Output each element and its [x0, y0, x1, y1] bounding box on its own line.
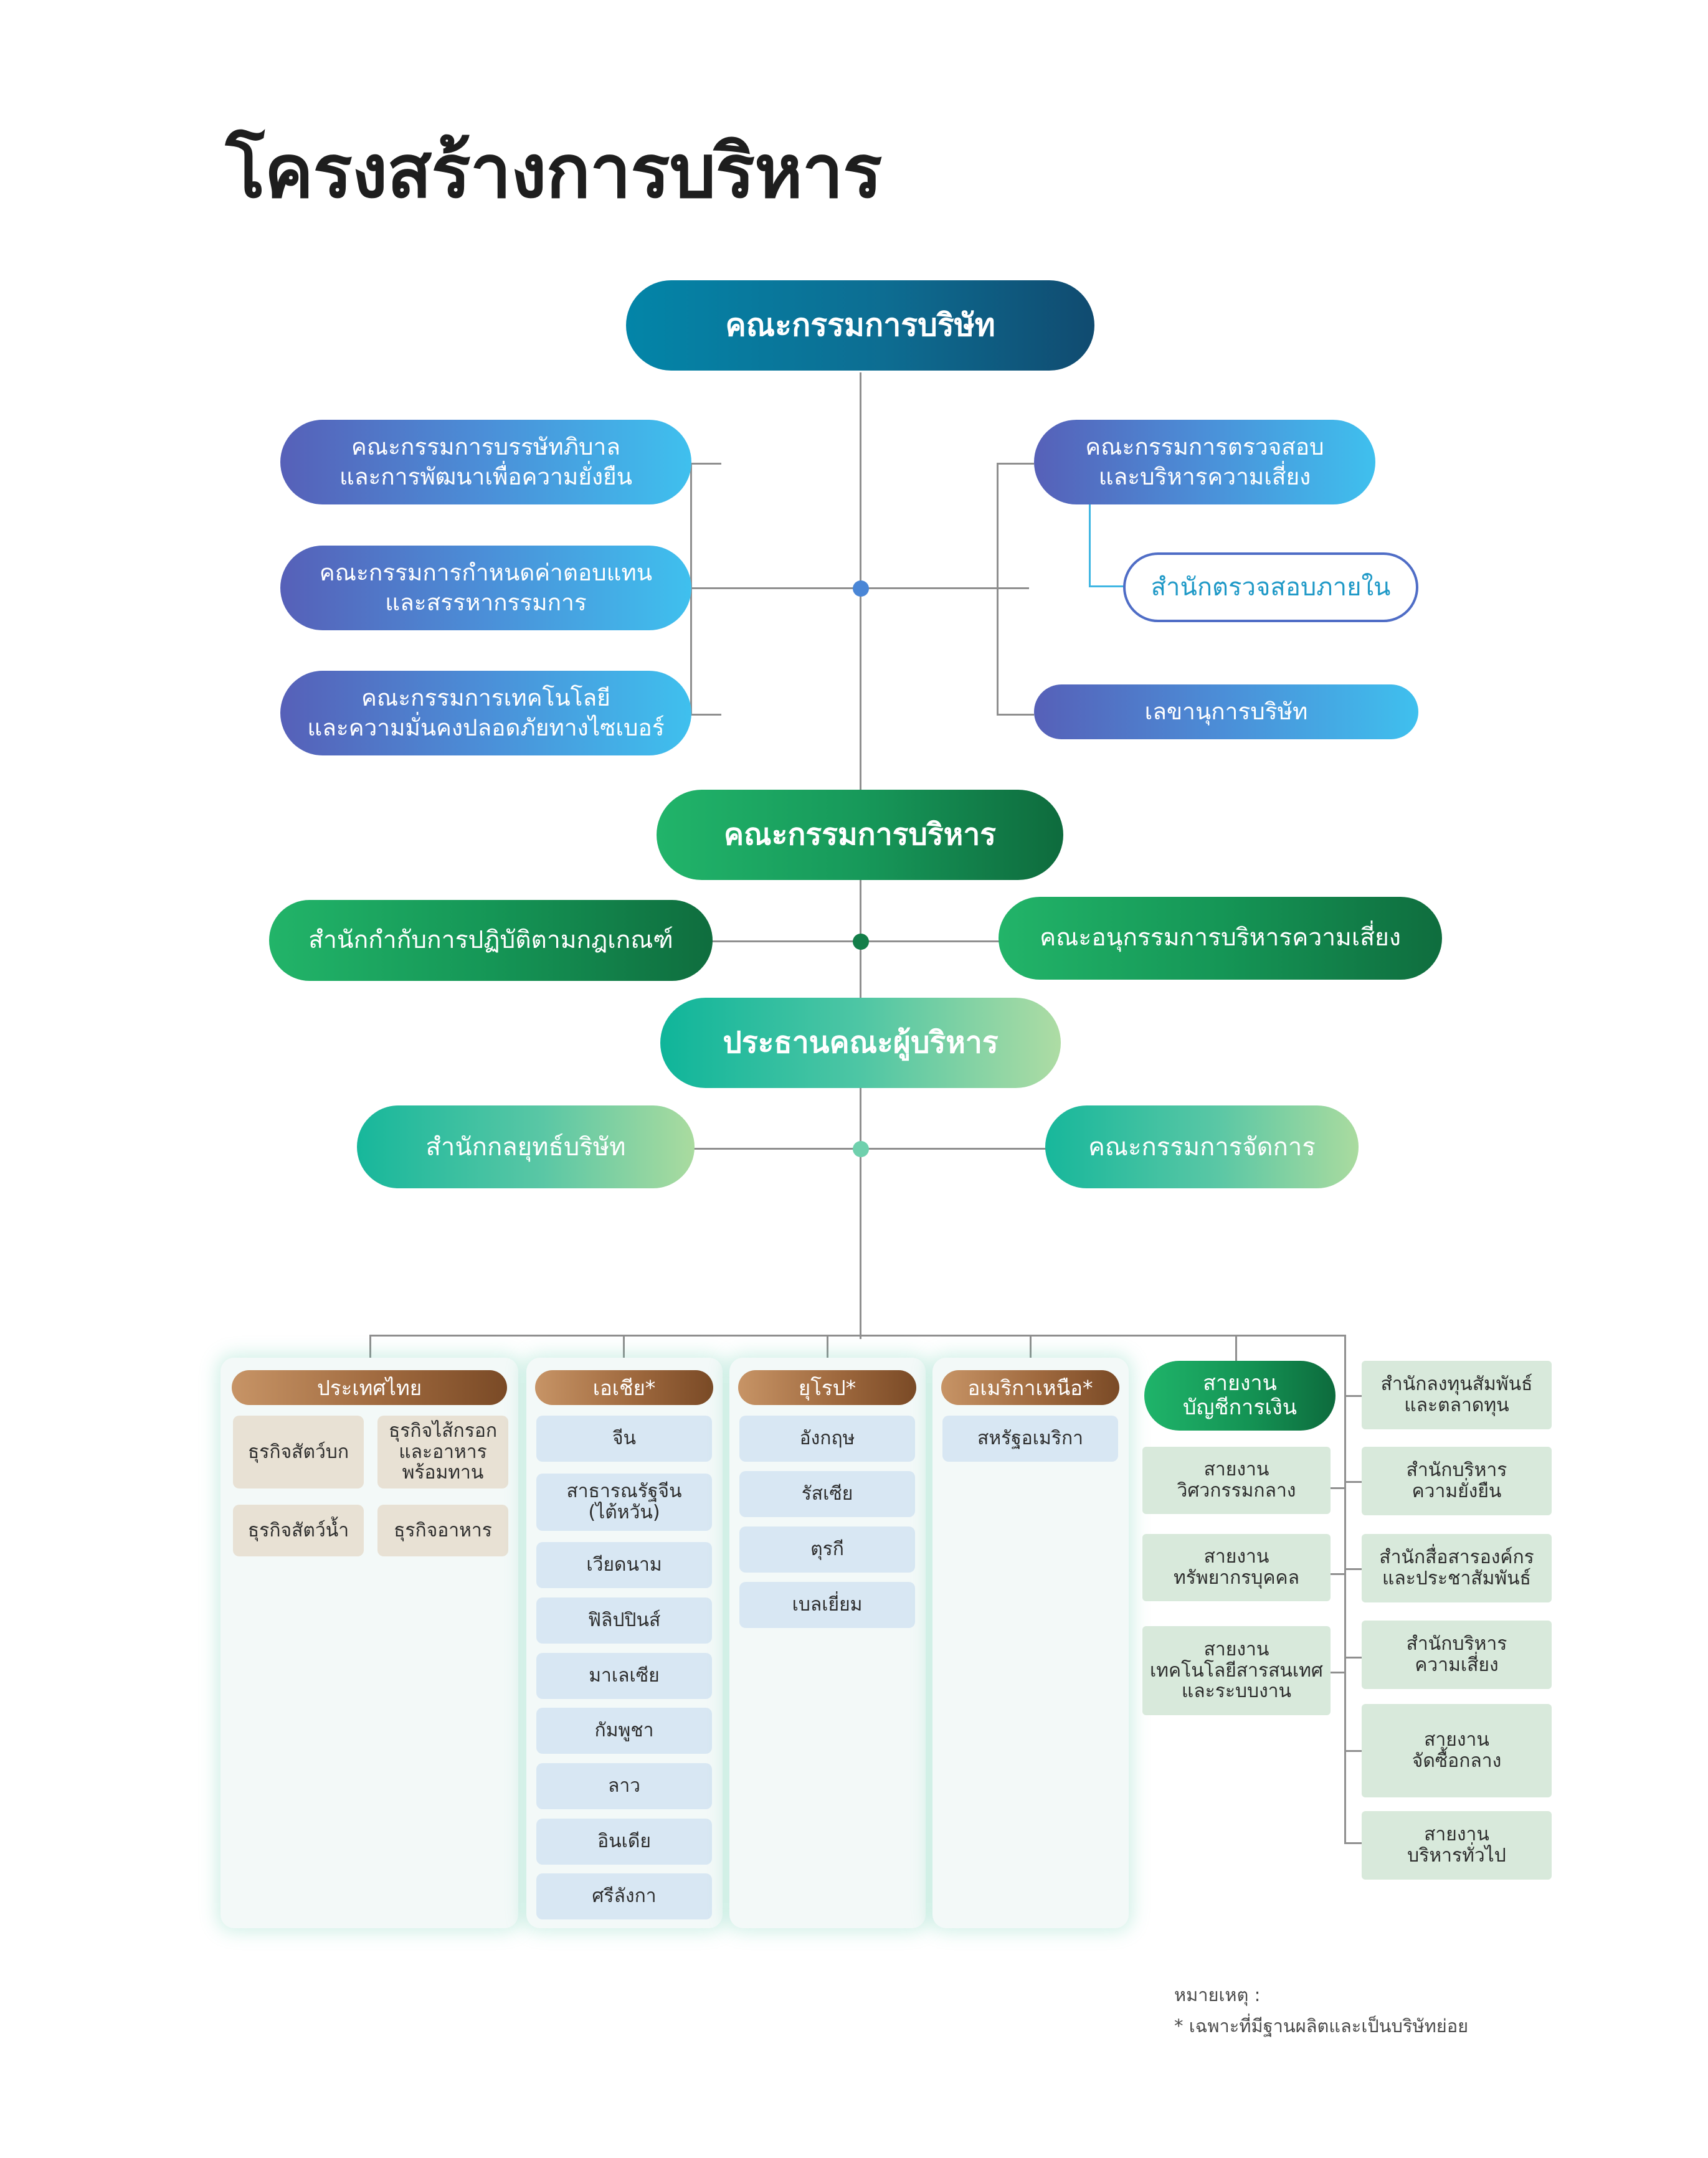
- general-administration-unit: สายงาน บริหารทั่วไป: [1362, 1811, 1552, 1880]
- board-of-directors: คณะกรรมการบริษัท: [626, 280, 1094, 371]
- management-committee: คณะกรรมการจัดการ: [1045, 1105, 1359, 1188]
- asia-item-sri-lanka: ศรีลังกา: [536, 1873, 712, 1919]
- thailand-header: ประเทศไทย: [232, 1370, 507, 1405]
- compliance-office: สำนักกำกับการปฏิบัติตามกฎเกณฑ์: [269, 900, 713, 981]
- it-unit: สายงาน เทคโนโลยีสารสนเทศ และระบบงาน: [1142, 1626, 1331, 1715]
- audit-committee: คณะกรรมการตรวจสอบ และบริหารความเสี่ยง: [1034, 420, 1375, 504]
- asia-item-laos: ลาว: [536, 1763, 712, 1809]
- europe-panel: ยุโรป* อังกฤษ รัสเซีย ตุรกี เบลเยี่ยม: [729, 1358, 926, 1928]
- company-secretary: เลขานุการบริษัท: [1034, 684, 1418, 739]
- remuneration-committee: คณะกรรมการกำหนดค่าตอบแทน และสรรหากรรมการ: [280, 546, 691, 630]
- europe-item-russia: รัสเซีย: [739, 1471, 915, 1517]
- asia-item-philippines: ฟิลิปปินส์: [536, 1597, 712, 1644]
- internal-audit-office: สำนักตรวจสอบภายใน: [1123, 552, 1418, 622]
- asia-item-cambodia: กัมพูชา: [536, 1708, 712, 1754]
- thailand-panel: ประเทศไทย ธุรกิจสัตว์บก ธุรกิจไส้กรอก แล…: [221, 1358, 518, 1928]
- technology-committee: คณะกรรมการเทคโนโลยี และความมั่นคงปลอดภัย…: [280, 671, 691, 755]
- asia-panel: เอเชีย* จีน สาธารณรัฐจีน (ไต้หวัน) เวียด…: [526, 1358, 723, 1928]
- ceo: ประธานคณะผู้บริหาร: [660, 998, 1061, 1088]
- note-text: * เฉพาะที่มีฐานผลิตและเป็นบริษัทย่อย: [1174, 2015, 1469, 2037]
- food-business: ธุรกิจอาหาร: [377, 1505, 508, 1556]
- north-america-item-usa: สหรัฐอเมริกา: [942, 1416, 1118, 1462]
- strategy-office: สำนักกลยุทธ์บริษัท: [357, 1105, 695, 1188]
- corporate-communication-office: สำนักสื่อสารองค์กร และประชาสัมพันธ์: [1362, 1534, 1552, 1602]
- risk-management-office: สำนักบริหาร ความเสี่ยง: [1362, 1621, 1552, 1689]
- note-label: หมายเหตุ :: [1174, 1984, 1261, 2005]
- europe-item-uk: อังกฤษ: [739, 1416, 915, 1462]
- asia-item-malaysia: มาเลเซีย: [536, 1653, 712, 1699]
- finance-unit: สายงาน บัญชีการเงิน: [1144, 1361, 1336, 1431]
- land-animal-business: ธุรกิจสัตว์บก: [233, 1416, 364, 1488]
- europe-item-turkey: ตุรกี: [739, 1526, 915, 1573]
- asia-item-china: จีน: [536, 1416, 712, 1462]
- asia-item-taiwan: สาธารณรัฐจีน (ไต้หวัน): [536, 1474, 712, 1531]
- sustainability-office: สำนักบริหาร ความยั่งยืน: [1362, 1447, 1552, 1515]
- aquatic-animal-business: ธุรกิจสัตว์น้ำ: [233, 1505, 364, 1556]
- europe-header: ยุโรป*: [738, 1370, 916, 1405]
- north-america-header: อเมริกาเหนือ*: [941, 1370, 1119, 1405]
- asia-item-vietnam: เวียดนาม: [536, 1542, 712, 1588]
- europe-item-belgium: เบลเยี่ยม: [739, 1582, 915, 1628]
- sausage-ready-meal-business: ธุรกิจไส้กรอก และอาหาร พร้อมทาน: [377, 1416, 508, 1488]
- asia-header: เอเชีย*: [535, 1370, 713, 1405]
- investor-relations-office: สำนักลงทุนสัมพันธ์ และตลาดทุน: [1362, 1361, 1552, 1429]
- page-title: โครงสร้างการบริหาร: [225, 128, 882, 214]
- governance-committee: คณะกรรมการบรรษัทภิบาล และการพัฒนาเพื่อคว…: [280, 420, 691, 504]
- risk-subcommittee: คณะอนุกรรมการบริหารความเสี่ยง: [999, 897, 1442, 980]
- asia-item-india: อินเดีย: [536, 1819, 712, 1865]
- human-resources-unit: สายงาน ทรัพยากรบุคคล: [1142, 1534, 1331, 1601]
- north-america-panel: อเมริกาเหนือ* สหรัฐอเมริกา: [932, 1358, 1129, 1928]
- central-procurement-unit: สายงาน จัดซื้อกลาง: [1362, 1704, 1552, 1797]
- engineering-unit: สายงาน วิศวกรรมกลาง: [1142, 1447, 1331, 1514]
- executive-committee: คณะกรรมการบริหาร: [657, 790, 1063, 880]
